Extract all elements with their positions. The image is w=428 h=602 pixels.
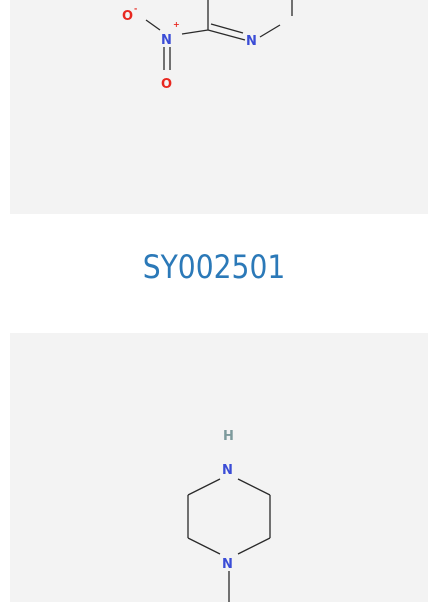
- product-card-bottom[interactable]: H N N: [10, 333, 428, 602]
- product-card-top[interactable]: O - N + O N: [10, 0, 428, 214]
- ring-to-nitro-bond: [181, 29, 209, 35]
- ring-double-bond-inner: [210, 23, 244, 34]
- piperazine-structure-image: H N N: [187, 429, 271, 602]
- atom-hydrogen: H: [223, 429, 234, 444]
- nitro-o-minus-bond: [145, 19, 161, 31]
- atom-oxygen-bottom: O: [161, 77, 172, 92]
- ring-bond-top-right: [237, 478, 271, 496]
- ring-bond-bottom-right: [259, 24, 281, 38]
- ring-bond-bottom-left: [187, 537, 221, 555]
- ring-bond-bottom-right: [237, 537, 271, 555]
- nitro-compound-structure-image: O - N + O N: [122, 0, 293, 92]
- atom-nitrogen-bottom: N: [222, 557, 233, 572]
- ring-bond-top-left: [187, 478, 221, 496]
- plus-charge: +: [173, 20, 180, 29]
- product-code-row[interactable]: SY002501: [0, 214, 428, 333]
- atom-nitrogen-plus: N: [161, 33, 172, 48]
- atom-ring-nitrogen: N: [246, 34, 257, 49]
- minus-charge: -: [134, 4, 137, 13]
- atom-nitrogen-top: N: [222, 463, 233, 478]
- atom-oxygen-minus: O: [122, 9, 133, 24]
- ring-bond-bottom-left: [207, 29, 246, 41]
- product-code-link[interactable]: SY002501: [142, 248, 286, 286]
